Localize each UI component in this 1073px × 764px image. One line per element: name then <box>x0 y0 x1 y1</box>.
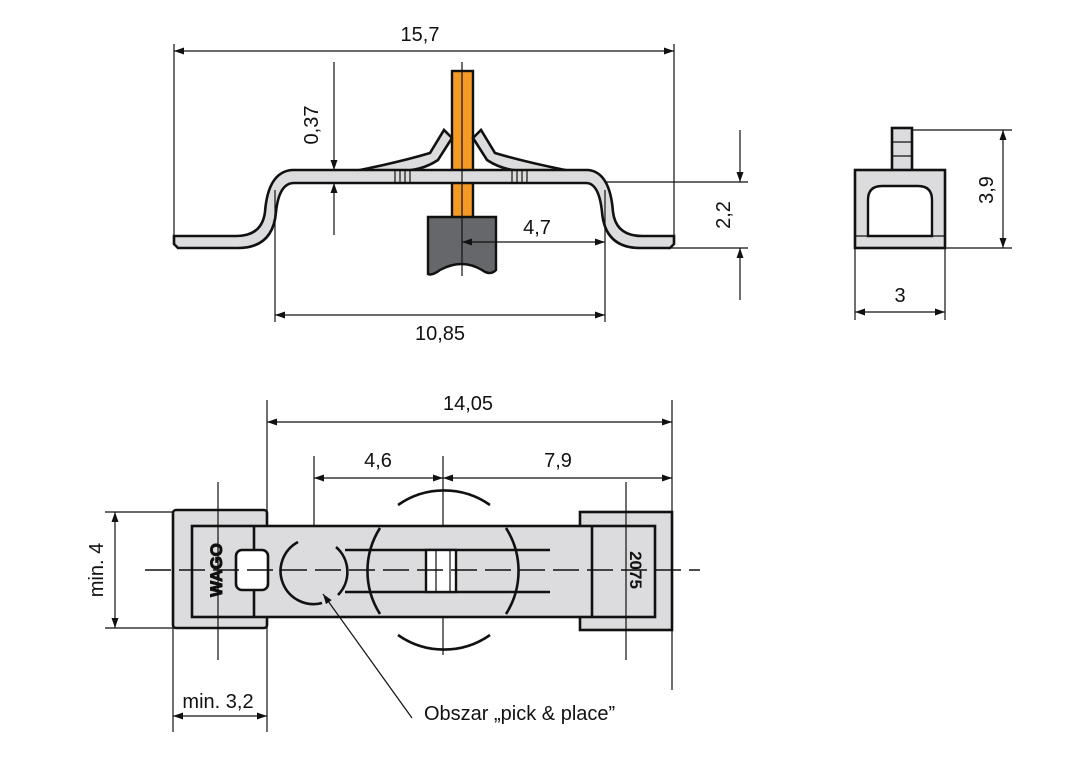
dimension-right-offset: 7,9 <box>544 450 572 472</box>
dimension-overall-width: 15,7 <box>401 24 440 46</box>
dimension-side-height: 3,9 <box>976 176 998 204</box>
plate-serrations <box>394 170 528 183</box>
dimension-min-pad: min. 3,2 <box>182 691 253 713</box>
large-circle-arc <box>366 527 382 615</box>
contact-plate-profile <box>172 168 676 250</box>
dimension-side-width: 3 <box>894 285 905 307</box>
dimension-inner-width: 10,85 <box>415 323 465 345</box>
side-slot <box>866 184 934 238</box>
dimension-height: 2,2 <box>713 201 735 229</box>
spring-arm-right <box>471 127 571 173</box>
dimension-min-width: min. 4 <box>86 543 108 597</box>
side-view: 3,9 3 <box>853 126 1012 320</box>
spring-arm-left <box>354 127 454 173</box>
side-pin-stub <box>890 126 914 174</box>
dimension-overall-length: 14,05 <box>443 393 493 415</box>
dimension-thickness: 0,37 <box>301 106 323 145</box>
dimension-pick-offset: 4,6 <box>364 450 392 472</box>
bottom-view: 14,05 4,6 7,9 WAGO 2075 <box>86 393 700 732</box>
pick-place-leader <box>322 593 413 719</box>
pick-place-label: Obszar „pick & place” <box>424 703 615 725</box>
pick-area-circle <box>279 540 323 606</box>
center-slot <box>424 548 458 594</box>
dimension-pin-offset: 4,7 <box>523 217 551 239</box>
top-view: 15,7 0,37 4,7 10,85 2,2 <box>172 24 748 345</box>
